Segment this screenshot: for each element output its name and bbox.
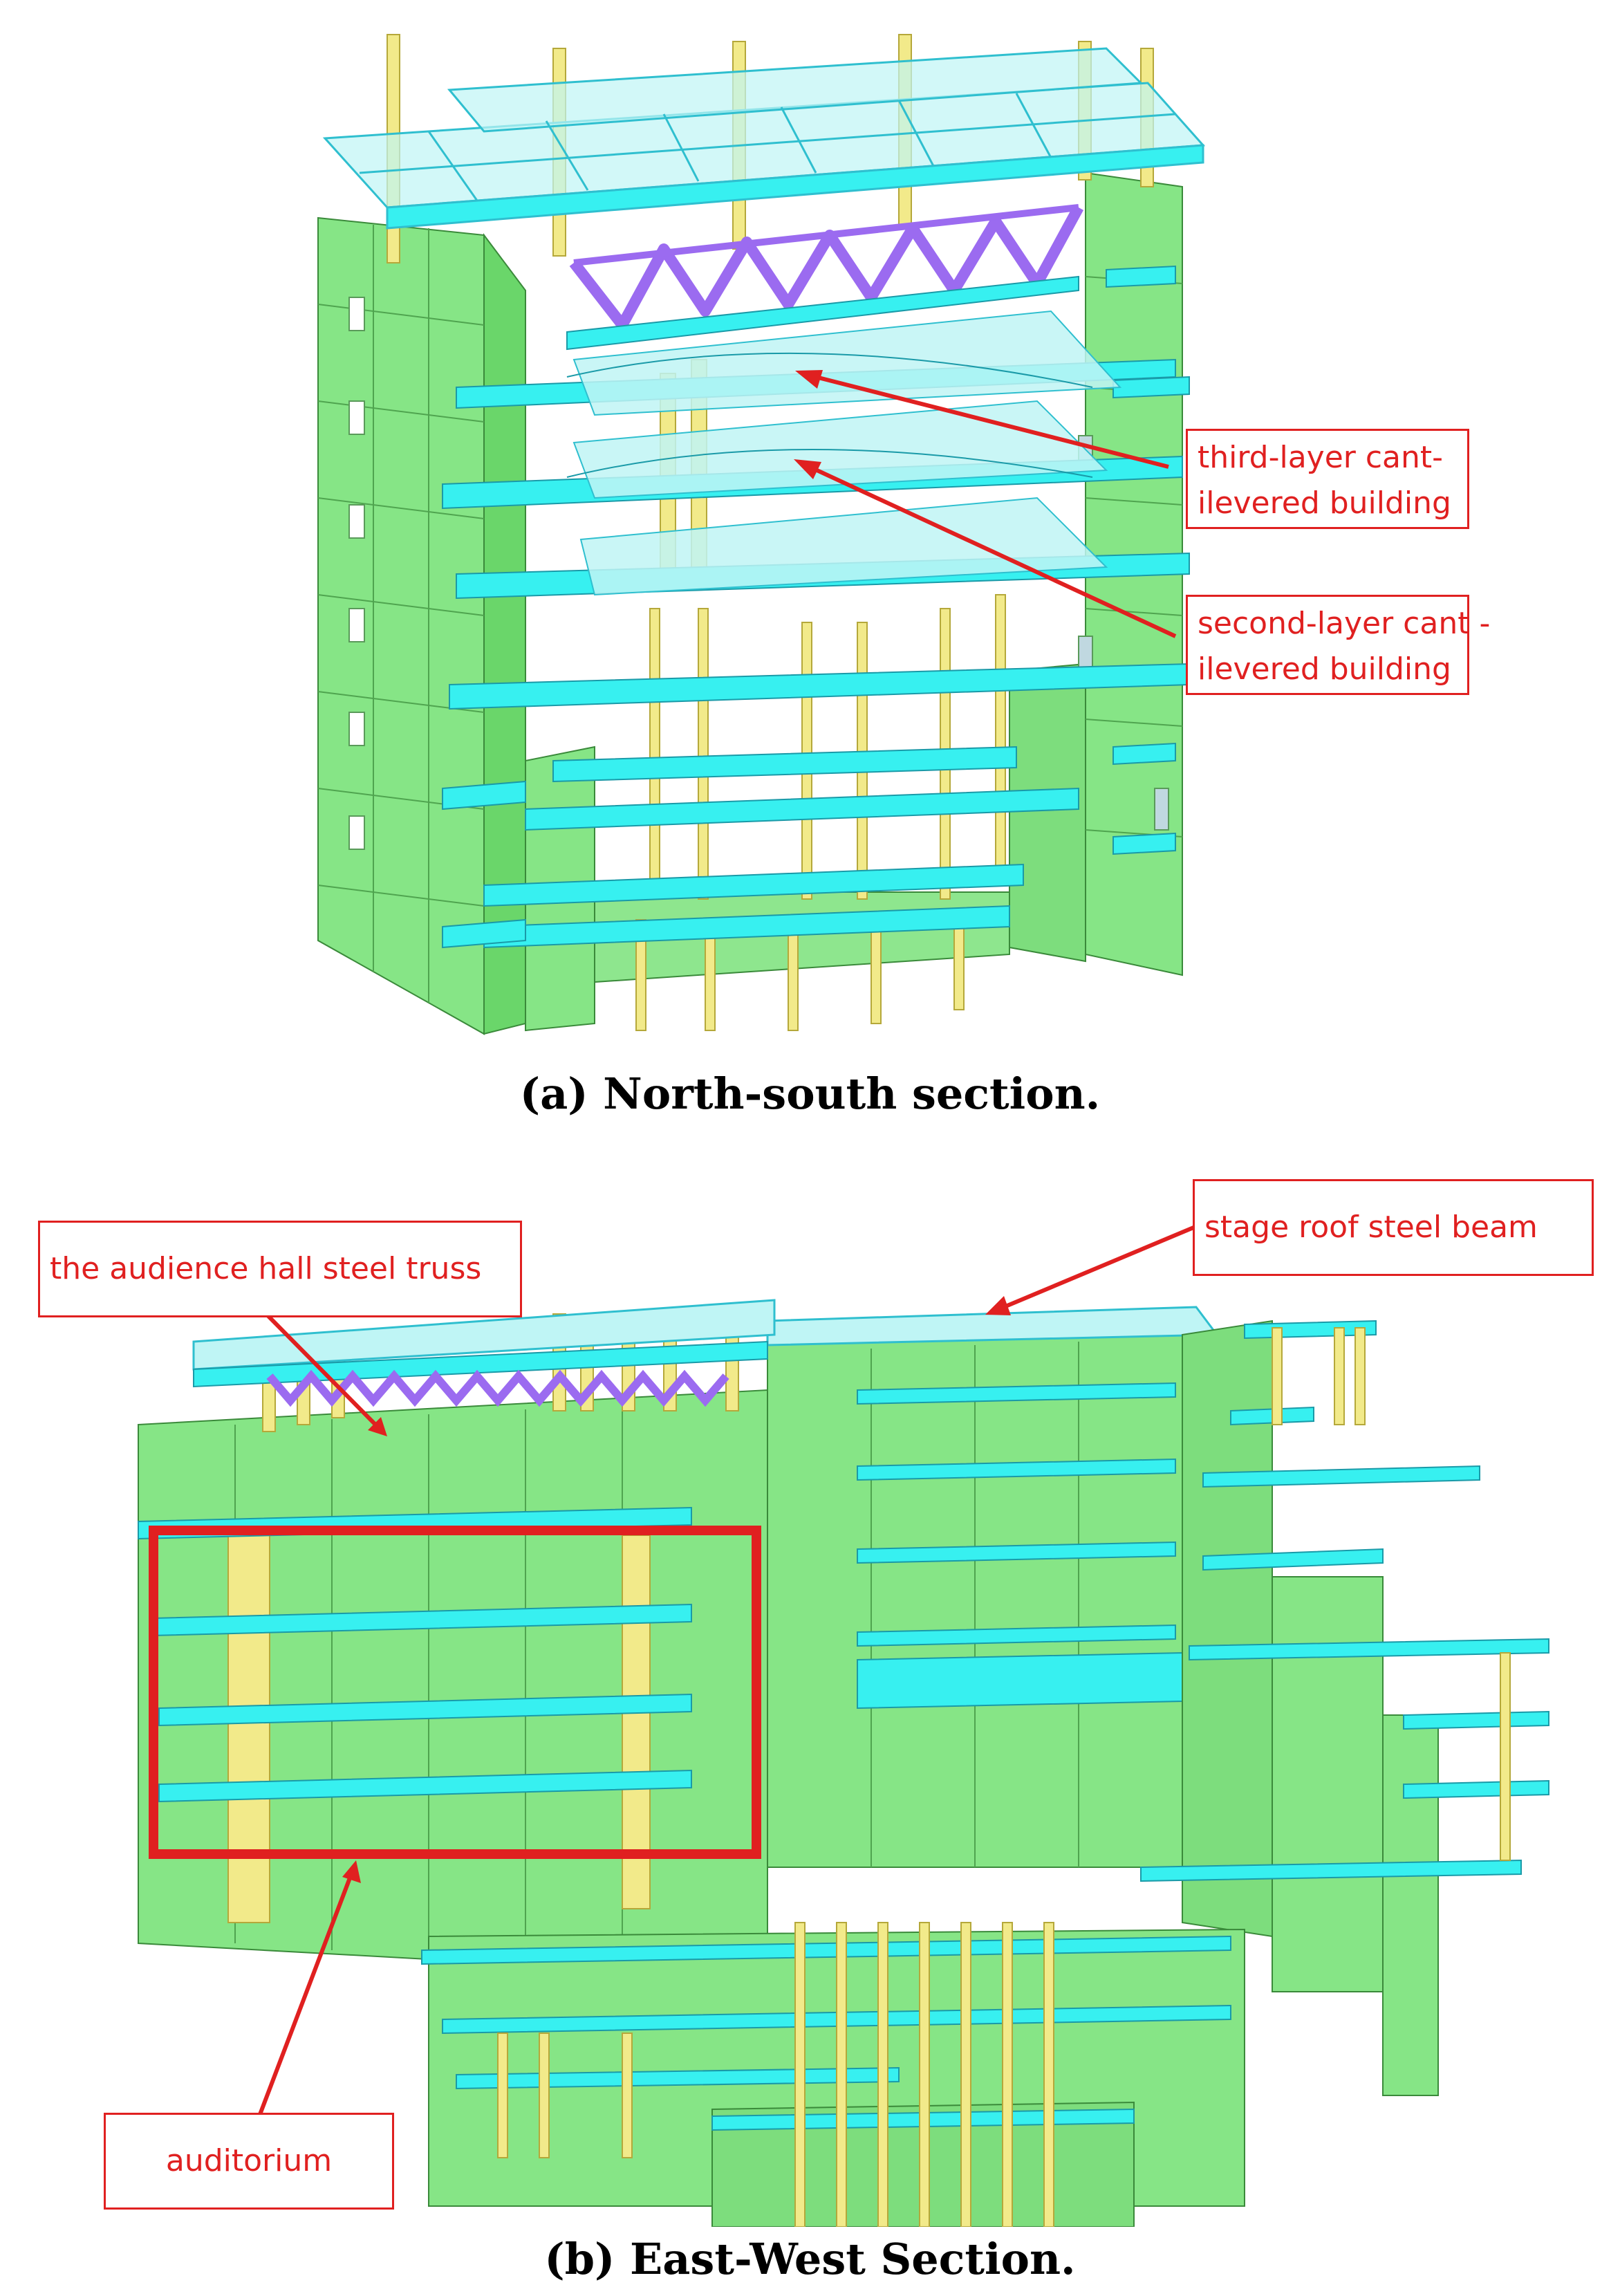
panel-north-south: third-layer cant- ilevered building seco…: [317, 34, 1491, 1035]
east-west-model: [138, 1219, 1549, 2227]
stage-tower: [766, 1306, 1219, 1868]
roof-steel-truss: [569, 204, 1084, 331]
callout-auditorium: auditorium: [104, 2113, 394, 2210]
auditorium-block: [138, 1299, 776, 1979]
callout-stage-roof: stage roof steel beam: [1193, 1179, 1594, 1276]
callout-second-layer-line2: ilevered building: [1198, 651, 1451, 687]
callout-third-layer-line1: third-layer cant-: [1198, 440, 1444, 475]
north-south-model: [317, 34, 1206, 1035]
callout-stage-roof-text: stage roof steel beam: [1204, 1210, 1538, 1245]
lower-block: [421, 1922, 1245, 2227]
callout-audience-truss-text: the audience hall steel truss: [50, 1251, 482, 1286]
callout-audience-truss: the audience hall steel truss: [38, 1221, 522, 1317]
callout-second-layer-line1: second-layer cant -: [1198, 606, 1491, 641]
caption-north-south: (a) North-south section.: [519, 1068, 1101, 1119]
cantilevered-slabs: [572, 310, 1122, 596]
callout-arrows-b: [257, 1219, 1211, 2118]
callout-third-layer: third-layer cant- ilevered building: [1186, 429, 1469, 529]
panel-east-west: stage roof steel beam the audience hall …: [0, 1162, 1620, 2296]
auditorium-highlight-frame: [149, 1526, 761, 1859]
callout-third-layer-line2: ilevered building: [1198, 485, 1451, 521]
left-core-wall: [317, 216, 526, 1035]
callout-arrows-a: [794, 370, 1177, 638]
callout-second-layer: second-layer cant - ilevered building: [1186, 595, 1491, 695]
right-wing: [1140, 1320, 1549, 2096]
callout-auditorium-text: auditorium: [165, 2143, 333, 2178]
roof-grid: [322, 47, 1206, 230]
audience-hall-truss: [266, 1369, 729, 1407]
caption-east-west: (b) East-West Section.: [544, 2234, 1076, 2284]
